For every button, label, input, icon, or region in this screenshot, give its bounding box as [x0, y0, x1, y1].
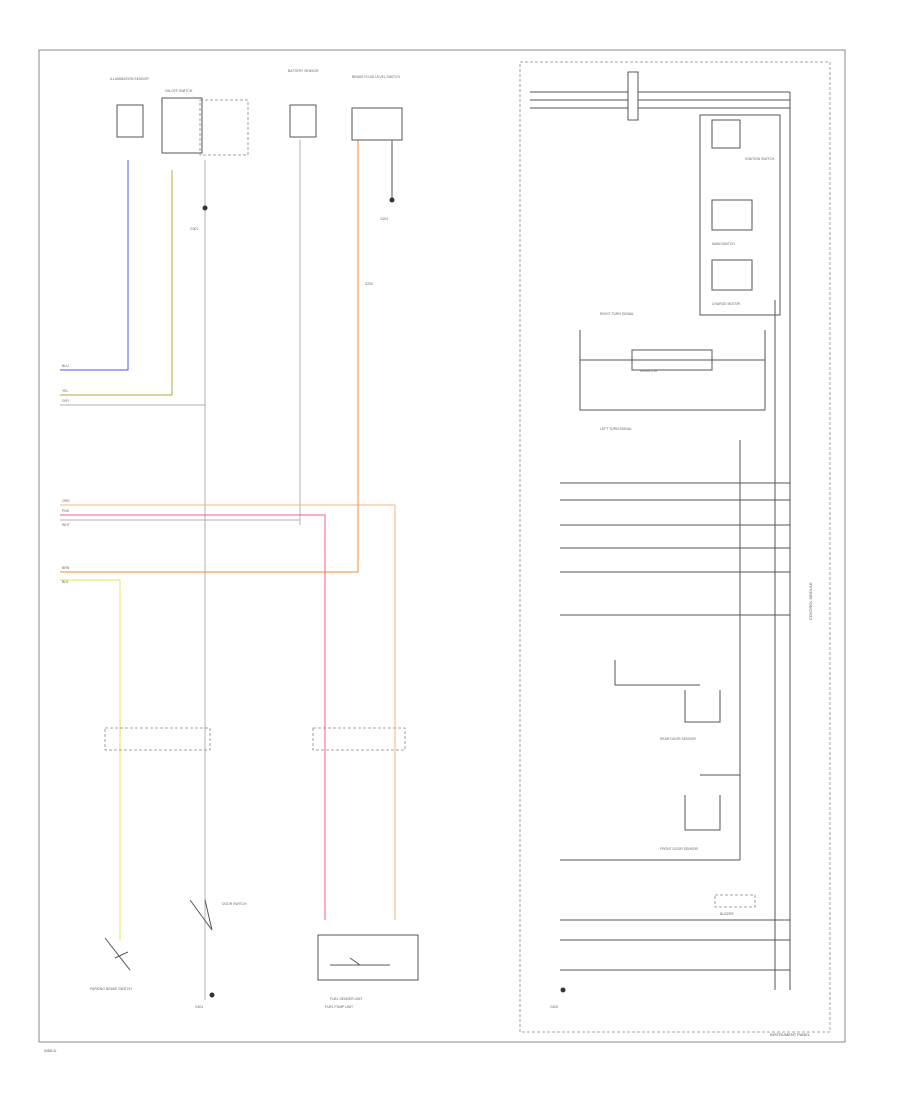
connector-left-2	[312, 727, 406, 751]
front-door-sensor-label: FRONT DOOR SENSOR	[660, 847, 699, 851]
main-switch-label: MAIN SWITCH	[712, 242, 735, 246]
main-switch-box	[711, 199, 753, 231]
ground-2-label: G301	[190, 227, 198, 231]
wire-gray-2	[60, 140, 301, 525]
fuel-pump-box	[317, 934, 419, 981]
code-blu: BLU	[62, 364, 69, 368]
buzzer-box	[714, 894, 756, 908]
wire-orange-light	[60, 504, 396, 920]
splice-1-label: S200	[365, 282, 373, 286]
ground-2-dot	[202, 205, 208, 211]
wire-tan	[60, 170, 173, 396]
wire-gray	[60, 160, 206, 1000]
battery-sensor-label: BATTERY SENSOR	[288, 69, 319, 73]
turn-signal-wires	[579, 330, 766, 411]
ignition-switch-box	[711, 119, 741, 149]
diagram-frame	[38, 49, 846, 1043]
rear-door-sensor-label: REAR DOOR SENSOR	[660, 737, 696, 741]
control-module-box	[519, 61, 831, 1033]
wire-orange	[60, 140, 359, 573]
left-turn-label: LEFT TURN SIGNAL	[600, 427, 632, 431]
wire-yellow	[60, 579, 121, 940]
sensor-wires	[560, 660, 740, 861]
right-vertical-bus	[739, 92, 791, 990]
on-off-switch-label: ON-OFF SWITCH	[165, 89, 193, 93]
ground-3-label: G401	[195, 1005, 203, 1009]
side-label: CONTROL MODULE	[808, 582, 813, 620]
resistor-label: RESISTOR	[640, 369, 658, 373]
code-org: ORG	[62, 499, 70, 503]
code-brn: BRN	[62, 566, 70, 570]
ground-4-dot	[560, 987, 566, 993]
ground-1-label: G201	[380, 217, 388, 221]
on-off-switch-box	[161, 97, 203, 154]
wire-pink	[60, 514, 326, 920]
charge-motor-box	[711, 259, 753, 291]
door-switch-label: DOOR SWITCH	[222, 902, 247, 906]
ground-1-dot	[389, 197, 395, 203]
footer-right: INSTRUMENT PANEL	[770, 1032, 811, 1037]
right-turn-label: RIGHT TURN SIGNAL	[600, 312, 634, 316]
brake-switch-label: BRAKE FLUID LEVEL SWITCH	[352, 75, 400, 79]
bottom-signal-lines	[560, 919, 790, 971]
fuel-sender-symbol	[330, 957, 390, 966]
code-gry: GRY	[62, 399, 70, 403]
right-top-bus	[530, 91, 790, 109]
fuel-sender-label: FUEL SENDER UNIT	[330, 997, 362, 1001]
code-blk: BLK	[62, 580, 69, 584]
ignition-switch-label: IGNITION SWITCH	[745, 157, 775, 161]
illum-sensor-label: ILLUMINATION SENSOR	[110, 77, 149, 81]
top-connector	[627, 71, 639, 121]
on-off-switch-dash	[199, 99, 249, 156]
front-door-sensor-symbol	[684, 795, 721, 831]
code-wht: WHT	[62, 523, 70, 527]
parking-switch-symbol	[104, 937, 131, 971]
buzzer-label: BUZZER	[720, 912, 734, 916]
footer-left: W50-D	[44, 1048, 57, 1053]
door-switch-symbol	[189, 899, 213, 931]
right-signal-lines	[560, 482, 790, 616]
code-yel: YEL	[62, 389, 69, 393]
rear-door-sensor-symbol	[684, 690, 721, 723]
code-pnk: PNK	[62, 509, 70, 513]
switch-stack-box	[699, 114, 781, 316]
charge-motor-label: CHARGE MOTOR	[712, 302, 741, 306]
ground-4-label: G402	[550, 1005, 558, 1009]
brake-switch-box	[351, 107, 403, 141]
illum-sensor-box	[116, 104, 144, 138]
battery-sensor-box	[289, 104, 317, 138]
connector-left-1	[104, 727, 211, 751]
wire-blue	[60, 160, 129, 371]
ground-3-dot	[209, 992, 215, 998]
parking-switch-label: PARKING BRAKE SWITCH	[90, 987, 132, 991]
resistor-box	[631, 349, 713, 371]
fuel-pump-label: FUEL PUMP UNIT	[325, 1005, 353, 1009]
